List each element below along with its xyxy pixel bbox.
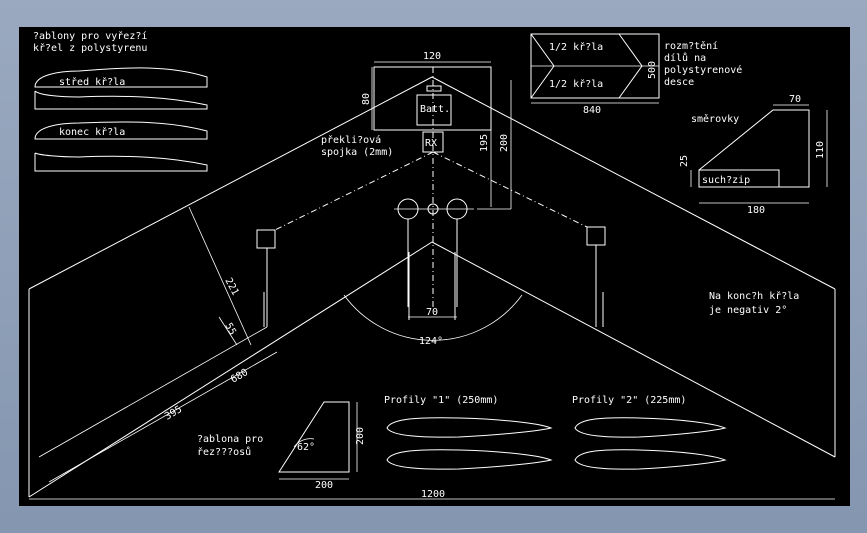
dim-70-center: 70	[426, 307, 438, 318]
servo-marks	[256, 226, 606, 327]
rudders-label: směrovky	[691, 113, 739, 125]
dim-195: 195	[479, 134, 490, 152]
rudder-drawing: směrovky such?zip 70 110 25 180	[679, 94, 828, 216]
template-shapes: ?ablony pro vyřez?í kř?el z polystyrenu …	[33, 30, 208, 172]
dim-120: 120	[423, 51, 441, 62]
templates-title-line2: kř?el z polystyrenu	[33, 42, 147, 54]
half-wing-label-2: 1/2 kř?la	[549, 78, 603, 90]
dim-1200: 1200	[421, 489, 445, 500]
wingtip-note-line1: Na konc?h kř?la	[709, 290, 799, 302]
dim-70-rudder: 70	[789, 94, 801, 105]
cutting-template-label-line1: ?ablona pro	[197, 434, 263, 445]
angle-124: 124°	[419, 336, 443, 347]
wingtip-note-line2: je negativ 2°	[709, 305, 787, 316]
layout-label-line2: dílů na	[664, 52, 706, 64]
center-airfoil-bottom-shape	[34, 90, 208, 110]
overlap-joint-label-line1: překli?ová	[321, 134, 381, 146]
foam-layout: 1/2 kř?la 1/2 kř?la 500 840 rozm?tění dí…	[530, 33, 742, 116]
cutting-template: ?ablona pro řez???osů 62° 200 200	[197, 401, 366, 491]
center-wing-label: střed kř?la	[59, 76, 125, 88]
layout-label-line4: desce	[664, 77, 694, 88]
dim-25: 25	[679, 155, 690, 167]
half-wing-label-1: 1/2 kř?la	[549, 41, 603, 53]
layout-label-line3: polystyrenové	[664, 64, 742, 76]
tip-airfoil-top-shape	[34, 121, 208, 140]
dim-200-template-width: 200	[315, 480, 333, 491]
left-wing-dimensions: 221 55 680 395 1200	[29, 206, 835, 500]
battery-box	[416, 94, 452, 126]
hinge-tape-label: such?zip	[702, 175, 750, 186]
profiles-2-label: Profily "2" (225mm)	[572, 395, 686, 406]
dim-840: 840	[583, 105, 601, 116]
receiver-label: RX	[425, 138, 437, 149]
dim-80: 80	[361, 93, 372, 105]
wing-outline	[28, 76, 836, 498]
dim-500: 500	[647, 61, 658, 79]
templates-title-line1: ?ablony pro vyřez?í	[33, 30, 147, 42]
dim-200: 200	[499, 134, 510, 152]
layout-label-line1: rozm?tění	[664, 40, 718, 52]
wing-end-label: konec kř?la	[59, 126, 125, 138]
dim-680: 680	[229, 367, 250, 386]
dim-180: 180	[747, 205, 765, 216]
battery-label: Batt.	[420, 104, 450, 115]
template-shape	[278, 401, 350, 473]
dim-200-template-height: 200	[355, 427, 366, 445]
angle-62: 62°	[297, 442, 315, 453]
cutting-template-label-line2: řez???osů	[197, 446, 251, 458]
profiles-group-1: Profily "1" (250mm)	[384, 395, 553, 470]
cad-drawing-viewport[interactable]: ?ablony pro vyřez?í kř?el z polystyrenu …	[19, 27, 850, 506]
dim-55: 55	[222, 321, 237, 337]
tip-airfoil-bottom-shape	[34, 152, 208, 172]
fuselage-components: Batt. RX překli?ová spojka (2mm)	[274, 66, 588, 307]
hinge-tape-strip	[698, 169, 780, 188]
dim-110: 110	[815, 141, 826, 159]
center-airfoil-top-shape	[34, 67, 208, 88]
sweep-angle-arc	[343, 294, 523, 341]
center-dimensions: 120 80 195 200 70 124°	[343, 51, 523, 347]
overlap-joint-label-line2: spojka (2mm)	[321, 147, 393, 158]
profiles-1-label: Profily "1" (250mm)	[384, 395, 498, 406]
profiles-group-2: Profily "2" (225mm)	[572, 395, 727, 470]
wing-plan-drawing: ?ablony pro vyřez?í kř?el z polystyrenu …	[28, 30, 836, 500]
